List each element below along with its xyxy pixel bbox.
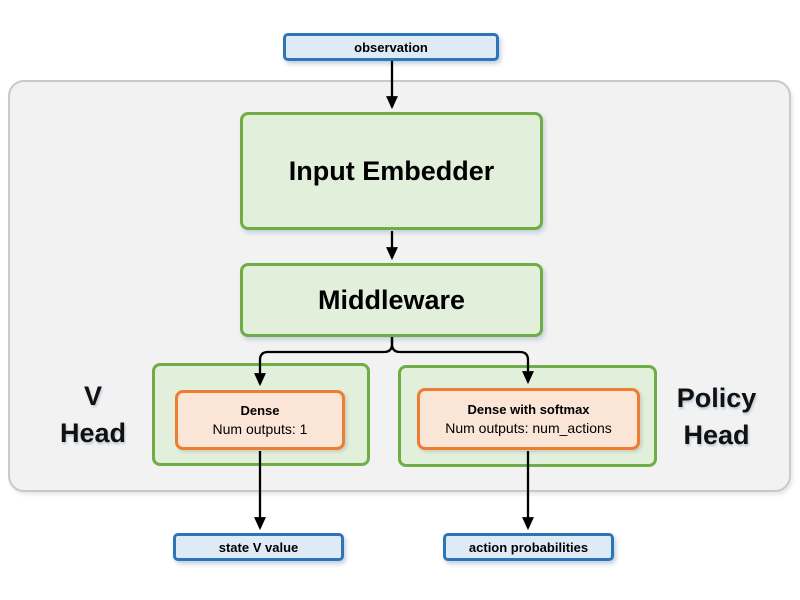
v-head-label-line1: V [83,381,102,411]
v-head-label: V Head [38,378,148,452]
v-head-label-line2: Head [59,418,127,448]
action-probabilities-node: action probabilities [443,533,614,561]
input-embedder-label: Input Embedder [288,155,495,186]
policy-head-dense-subtitle: Num outputs: num_actions [445,420,612,436]
observation-label: observation [354,39,428,55]
state-v-value-label: state V value [218,539,299,555]
policy-head-label-line1: Policy [676,383,757,413]
policy-head-dense-title: Dense with softmax [467,402,590,417]
observation-node: observation [283,33,499,61]
action-probabilities-label: action probabilities [468,539,589,555]
v-head-dense-layer-node: Dense Num outputs: 1 [175,390,345,450]
policy-head-label: Policy Head [644,380,789,454]
policy-head-label-line2: Head [683,420,750,450]
policy-head-dense-layer-node: Dense with softmax Num outputs: num_acti… [417,388,640,450]
state-v-value-node: state V value [173,533,344,561]
v-head-dense-title: Dense [240,403,280,418]
v-head-dense-subtitle: Num outputs: 1 [212,421,308,437]
middleware-label: Middleware [317,284,466,315]
input-embedder-node: Input Embedder [240,112,543,230]
middleware-node: Middleware [240,263,543,337]
